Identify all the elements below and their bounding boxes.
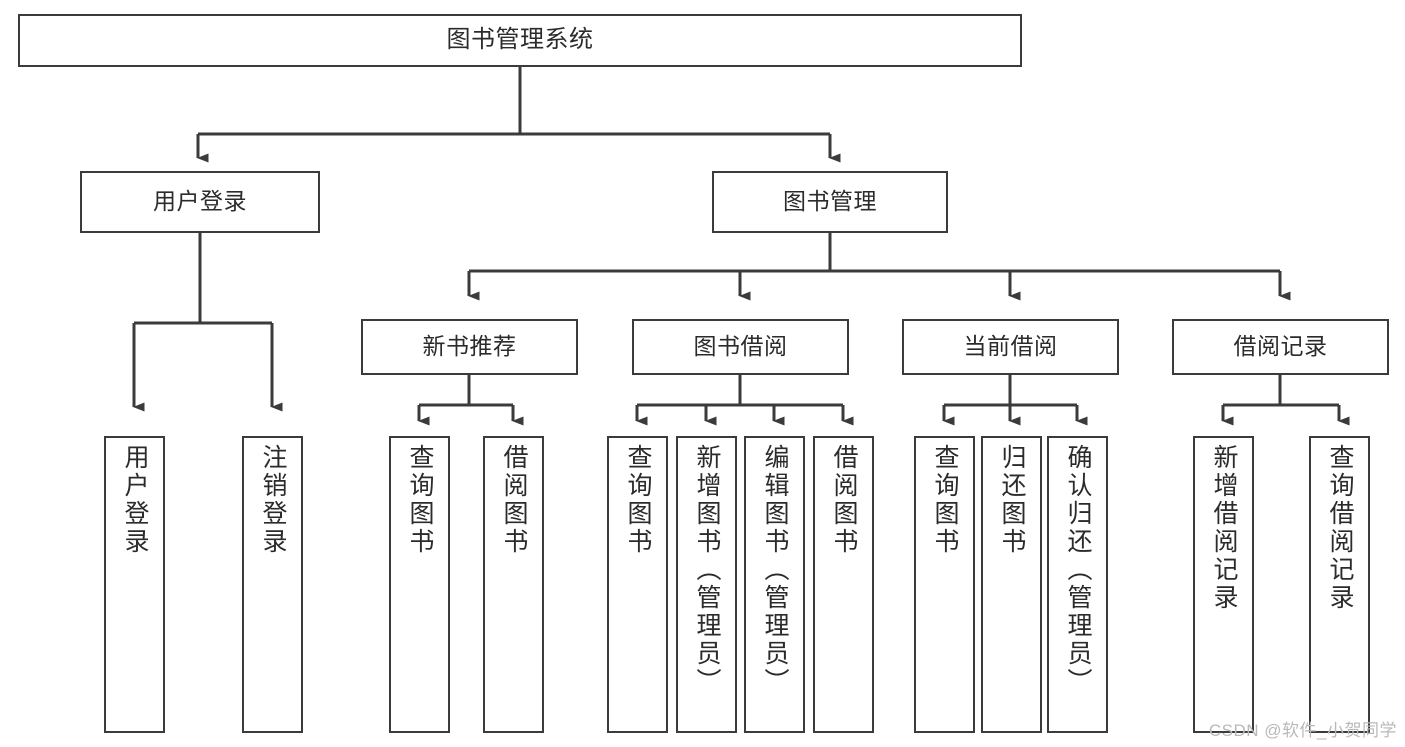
leaf-borrow-book-recommend[interactable]: 借阅图书 (483, 436, 544, 733)
node-label: 查询图书 (406, 444, 434, 556)
leaf-query-book-recommend[interactable]: 查询图书 (389, 436, 450, 733)
leaf-add-borrow-record[interactable]: 新增借阅记录 (1193, 436, 1254, 733)
node-label: 归还图书 (998, 444, 1026, 556)
edges-bookborrow-to-leaves (635, 375, 854, 426)
node-label: 借阅记录 (1233, 333, 1328, 360)
leaf-confirm-return-admin[interactable]: 确认归还（管理员） (1047, 436, 1108, 733)
leaf-query-book-borrow[interactable]: 查询图书 (607, 436, 668, 733)
node-user-login[interactable]: 用户登录 (80, 171, 320, 233)
node-book-borrow[interactable]: 图书借阅 (632, 319, 849, 375)
leaf-edit-book-admin[interactable]: 编辑图书（管理员） (744, 436, 805, 733)
edges-borrowrecord-to-leaves (1221, 375, 1350, 426)
node-label: 确认归还（管理员） (1064, 444, 1092, 696)
node-root-system[interactable]: 图书管理系统 (18, 14, 1022, 67)
node-label: 编辑图书（管理员） (761, 444, 789, 696)
edges-newbook-to-leaves (417, 375, 524, 426)
node-new-book-recommend[interactable]: 新书推荐 (361, 319, 578, 375)
edges-userlogin-to-leaves (132, 233, 283, 412)
node-label: 当前借阅 (963, 333, 1058, 360)
leaf-borrow-book-borrow[interactable]: 借阅图书 (813, 436, 874, 733)
leaf-return-book[interactable]: 归还图书 (981, 436, 1042, 733)
node-current-borrow[interactable]: 当前借阅 (902, 319, 1119, 375)
node-label: 图书借阅 (693, 333, 788, 360)
watermark-text: CSDN @软件_小贺同学 (1208, 721, 1397, 740)
leaf-query-borrow-record[interactable]: 查询借阅记录 (1309, 436, 1370, 733)
edges-currentborrow-to-leaves (942, 375, 1088, 426)
edges-root-to-level1 (196, 67, 841, 163)
node-borrow-record[interactable]: 借阅记录 (1172, 319, 1389, 375)
node-label: 借阅图书 (500, 444, 528, 556)
leaf-add-book-admin[interactable]: 新增图书（管理员） (676, 436, 737, 733)
node-label: 图书管理系统 (446, 26, 594, 54)
node-label: 查询借阅记录 (1326, 444, 1354, 612)
node-label: 查询图书 (931, 444, 959, 556)
node-label: 图书管理 (783, 188, 877, 215)
leaf-query-book-current[interactable]: 查询图书 (914, 436, 975, 733)
node-label: 用户登录 (121, 444, 149, 556)
node-label: 查询图书 (624, 444, 652, 556)
node-label: 新书推荐 (422, 333, 517, 360)
node-label: 新增图书（管理员） (693, 444, 721, 696)
node-label: 新增借阅记录 (1210, 444, 1238, 612)
node-book-management[interactable]: 图书管理 (712, 171, 948, 233)
node-label: 注销登录 (259, 444, 287, 556)
node-label: 借阅图书 (830, 444, 858, 556)
leaf-user-login[interactable]: 用户登录 (104, 436, 165, 733)
edges-bookmanage-to-level2 (467, 233, 1291, 301)
node-label: 用户登录 (153, 188, 247, 215)
leaf-logout[interactable]: 注销登录 (242, 436, 303, 733)
